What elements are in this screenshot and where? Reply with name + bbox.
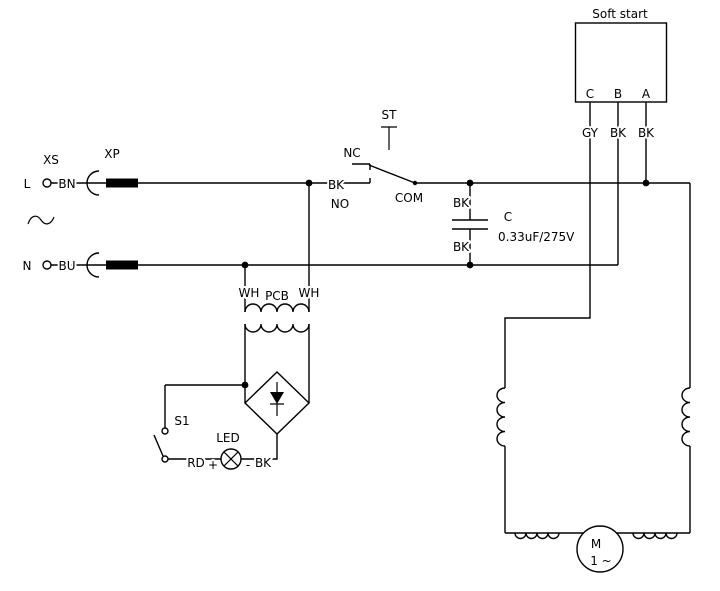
junction-dot (466, 179, 474, 187)
no-label: NO (331, 197, 349, 211)
field-winding-left-icon (496, 387, 506, 447)
st-blade (368, 164, 416, 184)
motor-circuit (496, 183, 691, 573)
mains-wiring (27, 170, 618, 278)
motor-m-label: M (591, 537, 601, 551)
live-l-label: L (24, 177, 31, 191)
pcb-section (241, 183, 311, 460)
socket-xs-label: XS (43, 153, 59, 167)
wire-bk-b-label: BK (610, 126, 627, 140)
terminal-b-label: B (614, 87, 622, 101)
bk-switch-wire-label: BK (328, 178, 345, 192)
cap-bk-bottom-label: BK (453, 240, 470, 254)
cap-value-label: 0.33uF/275V (498, 230, 575, 244)
connector-socket-arc-neutral (86, 252, 100, 278)
led-label: LED (216, 431, 240, 445)
cap-c-label: C (504, 210, 512, 224)
s1-blade (153, 434, 164, 457)
stator-winding-right-icon (632, 532, 678, 540)
junction-dot (241, 261, 249, 269)
st-actuator-icon (381, 126, 397, 150)
junction-dot (305, 179, 313, 187)
wire-c-to-motor (504, 102, 591, 388)
indicator-feed-wire (164, 384, 245, 428)
s1-top-contact-circle (161, 427, 169, 435)
wh-right-label: WH (299, 286, 320, 300)
motor-phase-label: 1 ~ (590, 554, 612, 568)
wire-gy-label: GY (582, 126, 599, 140)
connector-socket-arc-live (86, 170, 100, 196)
diode-leads (270, 382, 284, 416)
capacitor-plates (452, 183, 488, 265)
terminal-c-label: C (586, 87, 594, 101)
wh-left-label: WH (239, 286, 260, 300)
junction-dot (466, 261, 474, 269)
secondary-leads (244, 324, 310, 403)
st-label: ST (382, 108, 398, 122)
capacitor-symbol (452, 183, 488, 265)
soft-start-title: Soft start (592, 7, 648, 21)
terminal-a-label: A (642, 87, 651, 101)
stator-winding-left-icon (514, 532, 560, 540)
indicator-circuit (153, 384, 245, 470)
junction-dot (642, 179, 650, 187)
led-plus-label: + (208, 458, 218, 472)
motor-circle (576, 525, 624, 573)
neutral-n-label: N (23, 259, 32, 273)
field-winding-right-icon (681, 387, 691, 447)
rd-wire-label: RD (187, 456, 205, 470)
led-lamp-cross (223, 451, 239, 467)
st-nc-contact (352, 163, 371, 170)
ac-source-icon (27, 215, 55, 225)
soft-start-box (574, 22, 668, 103)
transformer-primary-coil (244, 303, 310, 313)
junction-dots (241, 179, 650, 389)
connector-plug-live-icon (106, 178, 138, 188)
rectifier-output-wire (241, 434, 278, 460)
connector-plug-neutral-icon (106, 260, 138, 270)
live-bn-label: BN (58, 177, 75, 191)
plug-xp-label: XP (104, 147, 119, 161)
bk-led-wire-label: BK (255, 456, 272, 470)
s1-label: S1 (174, 414, 189, 428)
wire-bk-a-label: BK (638, 126, 655, 140)
live-terminal-circle (42, 178, 52, 188)
s1-bottom-contact-circle (161, 455, 169, 463)
neutral-bu-label: BU (58, 259, 75, 273)
motor-bottom-wire (504, 446, 691, 534)
diode-icon (270, 392, 284, 404)
soft-start-module (504, 22, 668, 388)
neutral-terminal-circle (42, 260, 52, 270)
transformer-secondary-coil (244, 323, 310, 333)
junction-dot (241, 381, 249, 389)
led-minus-label: - (246, 458, 250, 472)
com-label: COM (395, 191, 423, 205)
labels: Soft start C B A GY BK BK XS XP L BN N B… (23, 7, 658, 568)
pcb-label: PCB (265, 289, 289, 303)
cap-bk-top-label: BK (453, 196, 470, 210)
nc-label: NC (343, 146, 360, 160)
